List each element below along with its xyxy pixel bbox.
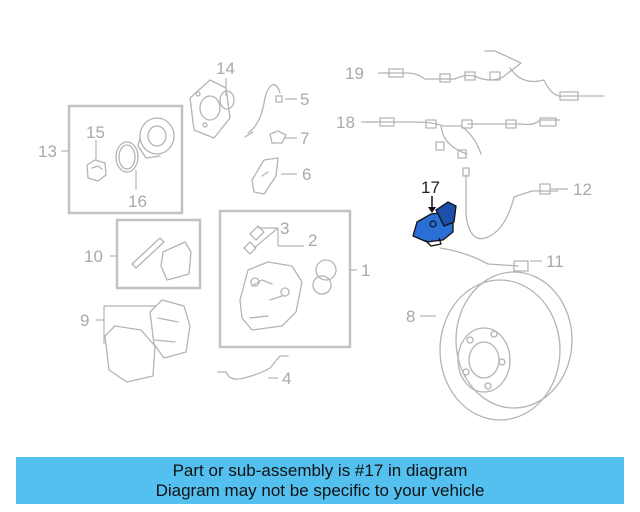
leader-lines	[61, 72, 568, 379]
callout-14: 14	[216, 59, 235, 78]
callout-19: 19	[345, 64, 364, 83]
callout-2: 2	[308, 231, 317, 250]
bracket-6	[251, 157, 279, 195]
leader-17-arrow	[428, 207, 436, 213]
wheel-bearing-parts	[86, 117, 175, 182]
callout-12: 12	[573, 180, 592, 199]
wheel-hub	[189, 79, 235, 139]
abs-harness-12	[439, 167, 559, 267]
callout-7: 7	[300, 129, 309, 148]
wear-sensor-wire-18	[364, 117, 561, 159]
callout-5: 5	[300, 90, 309, 109]
abs-sensor-17	[412, 201, 457, 247]
callout-9: 9	[80, 311, 89, 330]
callout-16: 16	[128, 192, 147, 211]
group-box-13	[67, 104, 184, 215]
callout-8: 8	[406, 307, 415, 326]
group-box-10	[115, 218, 202, 290]
piston-seals	[312, 259, 337, 295]
callout-10: 10	[84, 247, 103, 266]
clip-7	[269, 130, 287, 144]
callout-13: 13	[38, 142, 57, 161]
brake-line-4	[217, 355, 289, 380]
caliper	[239, 225, 303, 331]
callout-6: 6	[302, 165, 311, 184]
brake-pads-9	[104, 299, 191, 383]
callout-18: 18	[336, 113, 355, 132]
caption-line-2: Diagram may not be specific to your vehi…	[155, 480, 485, 500]
pad-hardware-10	[131, 237, 192, 281]
group-box-caliper	[218, 209, 352, 349]
callout-15: 15	[86, 123, 105, 142]
callout-11: 11	[546, 252, 564, 271]
wear-sensor-wire-19	[382, 50, 605, 101]
caption-banner: Part or sub-assembly is #17 in diagram D…	[16, 457, 624, 504]
callout-4: 4	[282, 369, 291, 388]
callout-1: 1	[361, 261, 370, 280]
parts-diagram: 13 15 16 14 5 7 6 19 18 17 12 11 10 3 2 …	[38, 50, 605, 421]
connector-11	[513, 260, 529, 272]
callout-17: 17	[421, 178, 440, 197]
brake-line-5	[244, 84, 283, 138]
brake-disc-8	[439, 271, 573, 421]
callout-3: 3	[280, 219, 289, 238]
caption-line-1: Part or sub-assembly is #17 in diagram	[172, 460, 468, 480]
